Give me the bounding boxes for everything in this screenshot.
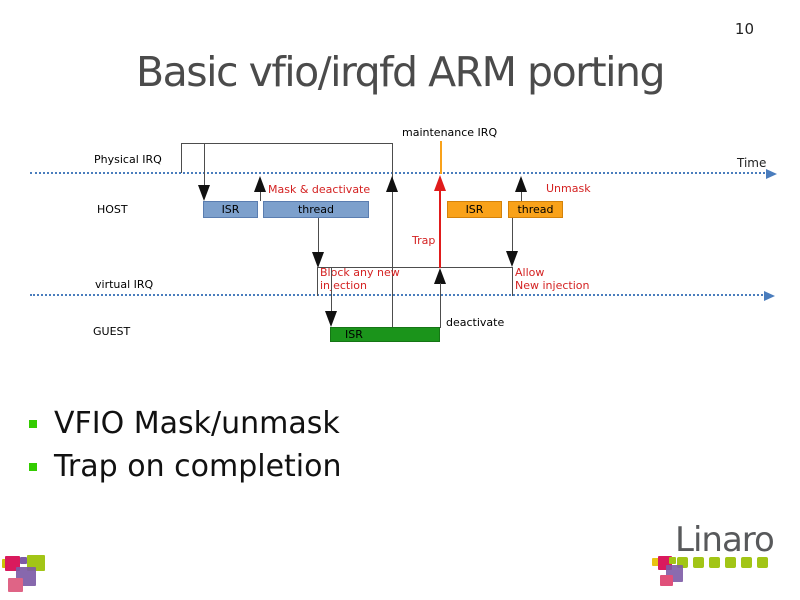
virtual-irq-fall-line: [512, 267, 513, 296]
deactivate-line: [440, 283, 441, 328]
logo-square: [725, 557, 736, 568]
host-isr-box: ISR: [203, 201, 258, 218]
arrow-down-icon: [325, 311, 337, 327]
slide-title: Basic vfio/irqfd ARM porting: [136, 48, 666, 96]
physical-irq-label: Physical IRQ: [94, 153, 162, 166]
arrow-down-icon: [312, 252, 324, 268]
bullet-icon: [29, 419, 37, 428]
list-item: VFIO Mask/unmask: [29, 406, 342, 441]
virtual-irq-axis: [30, 294, 763, 296]
bullet-list: VFIO Mask/unmask Trap on completion: [29, 406, 342, 492]
arrow-up-icon: [386, 176, 398, 192]
time-arrow-icon: [766, 169, 777, 179]
host-thread2-box: thread: [508, 201, 563, 218]
logo-square: [8, 578, 23, 592]
time-arrow-icon: [764, 291, 775, 301]
arrow-up-icon: [254, 176, 266, 192]
time-label: Time: [737, 156, 767, 170]
timing-diagram: Physical IRQ HOST virtual IRQ GUEST Time…: [30, 126, 777, 342]
mask-deactivate-label: Mask & deactivate: [268, 183, 371, 196]
logo-square: [660, 575, 673, 586]
physical-irq-rise-line: [181, 143, 182, 173]
logo-square: [693, 557, 704, 568]
deactivate-label: deactivate: [446, 316, 505, 329]
maintenance-irq-line: [440, 141, 442, 174]
physical-irq-fall-line: [392, 143, 393, 328]
arrow-down-icon: [506, 251, 518, 267]
irq-to-isr-line: [204, 144, 205, 187]
bullet-icon: [29, 462, 37, 471]
guest-label: GUEST: [93, 325, 131, 338]
virtual-irq-rise-line: [317, 267, 318, 296]
allow-injection-line2: New injection: [515, 278, 590, 292]
thread-inject-line: [318, 218, 319, 254]
virtual-irq-label: virtual IRQ: [95, 278, 154, 291]
list-item: Trap on completion: [29, 449, 342, 484]
mask-arrow-line: [260, 190, 261, 201]
physical-irq-axis: [30, 172, 765, 174]
physical-irq-high-line: [181, 143, 393, 144]
allow-injection-line1: Allow: [515, 266, 545, 279]
linaro-logo-squares: [677, 557, 768, 568]
unmask-arrow-line: [521, 190, 522, 201]
thread2-allow-line: [512, 218, 513, 253]
arrow-up-red-icon: [434, 175, 446, 191]
inject-to-guest-line: [331, 268, 332, 313]
linaro-logo-text: Linaro: [675, 520, 775, 560]
trap-line: [439, 189, 441, 268]
virtual-irq-high-line: [317, 267, 513, 268]
arrow-up-icon: [434, 268, 446, 284]
allow-injection-label: Allow New injection: [515, 266, 590, 292]
page-number: 10: [734, 20, 754, 38]
host-thread-box: thread: [263, 201, 369, 218]
logo-square: [677, 557, 688, 568]
logo-square: [709, 557, 720, 568]
host-label: HOST: [97, 203, 128, 216]
logo-square: [741, 557, 752, 568]
bullet-text: VFIO Mask/unmask: [54, 406, 340, 441]
bullet-text: Trap on completion: [54, 449, 342, 484]
logo-square: [652, 558, 660, 566]
logo-square: [669, 557, 676, 564]
guest-isr-box: ISR: [330, 327, 440, 342]
trap-label: Trap: [412, 234, 436, 247]
arrow-up-icon: [515, 176, 527, 192]
unmask-label: Unmask: [546, 182, 591, 195]
logo-square: [757, 557, 768, 568]
logo-square: [20, 557, 27, 564]
block-injection-line1: Block any new: [320, 266, 400, 279]
host-isr2-box: ISR: [447, 201, 502, 218]
arrow-down-icon: [198, 185, 210, 201]
maintenance-irq-label: maintenance IRQ: [402, 126, 498, 139]
